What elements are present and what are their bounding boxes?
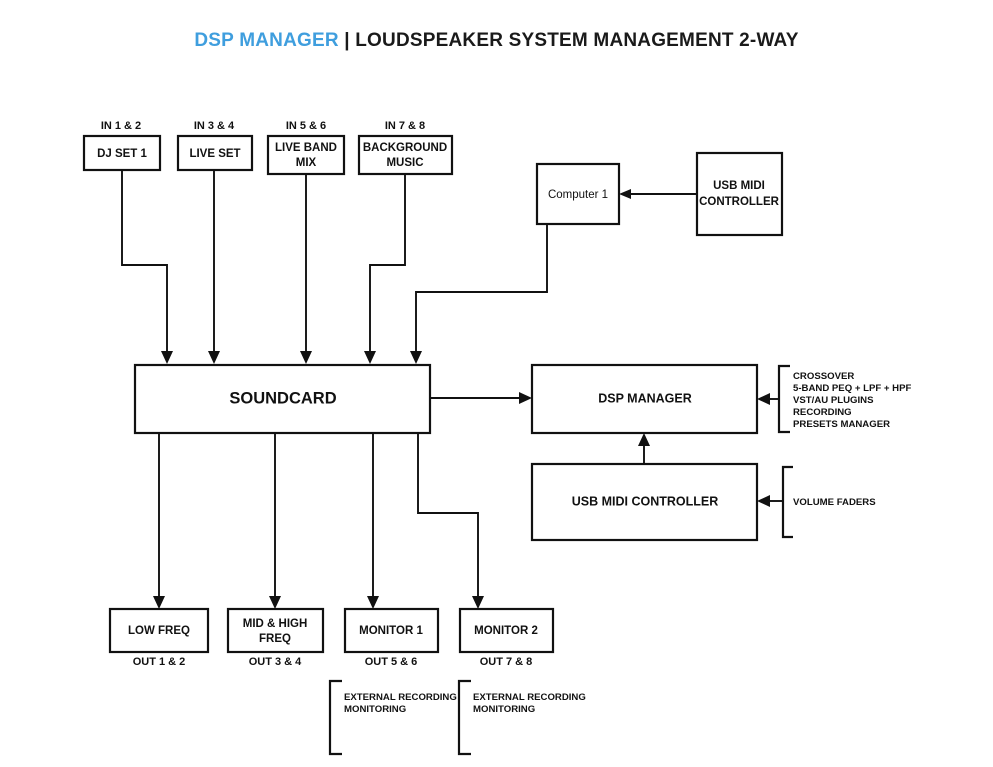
input-box-label-4: BACKGROUND bbox=[363, 142, 447, 154]
output-label-4: MONITOR 2 bbox=[474, 625, 538, 637]
input-box-label-3: LIVE BAND bbox=[275, 142, 337, 154]
page-title: DSP MANAGER | LOUDSPEAKER SYSTEM MANAGEM… bbox=[0, 30, 993, 52]
usb-midi-top-label-1: USB MIDI bbox=[713, 180, 765, 192]
external-note-1-line2: MONITORING bbox=[344, 704, 406, 715]
volume-faders-bracket bbox=[757, 465, 793, 539]
input-port-label-4: IN 7 & 8 bbox=[385, 120, 425, 132]
input-port-label-1: IN 1 & 2 bbox=[101, 120, 141, 132]
input-box-label-3b: MIX bbox=[296, 157, 317, 169]
wire-soundcard-to-output3 bbox=[367, 433, 379, 609]
input-port-label-3: IN 5 & 6 bbox=[286, 120, 326, 132]
output-port-label-4: OUT 7 & 8 bbox=[480, 656, 533, 668]
wire-soundcard-to-output1 bbox=[153, 433, 165, 609]
wire-midi-to-computer bbox=[619, 189, 697, 199]
dsp-manager-label: DSP MANAGER bbox=[598, 391, 692, 405]
input-box-background-music[interactable] bbox=[357, 134, 454, 176]
dsp-feature-5: PRESETS MANAGER bbox=[793, 419, 890, 430]
usb-midi-top-label-2: CONTROLLER bbox=[699, 196, 780, 208]
title-separator: | bbox=[338, 30, 356, 51]
external-note-1-line1: EXTERNAL RECORDING bbox=[344, 692, 457, 703]
wire-soundcard-to-output4 bbox=[417, 433, 484, 609]
output-label-3: MONITOR 1 bbox=[359, 625, 423, 637]
external-note-bracket-1 bbox=[328, 679, 342, 756]
output-box-monitor-2[interactable] bbox=[458, 607, 555, 654]
output-box-low-freq[interactable] bbox=[108, 607, 210, 654]
output-label-1: LOW FREQ bbox=[128, 625, 190, 637]
title-brand: DSP MANAGER bbox=[194, 30, 339, 51]
volume-faders-label: VOLUME FADERS bbox=[793, 497, 876, 508]
input-port-label-2: IN 3 & 4 bbox=[194, 120, 235, 132]
input-box-live-set[interactable] bbox=[176, 134, 254, 172]
wire-computer-to-soundcard bbox=[410, 224, 548, 364]
input-box-label-1: DJ SET 1 bbox=[97, 148, 147, 160]
external-note-2-line1: EXTERNAL RECORDING bbox=[473, 692, 586, 703]
dsp-features-bracket bbox=[757, 364, 790, 434]
wire-soundcard-to-dsp bbox=[430, 392, 532, 404]
usb-midi-controller-top-box[interactable] bbox=[695, 151, 784, 237]
dsp-feature-3: VST/AU PLUGINS bbox=[793, 395, 874, 406]
soundcard-box[interactable] bbox=[133, 363, 432, 435]
dsp-manager-box[interactable] bbox=[530, 363, 759, 435]
wire-input2-to-soundcard bbox=[208, 170, 220, 364]
output-label-2b: FREQ bbox=[259, 633, 291, 645]
computer-label: Computer 1 bbox=[548, 189, 608, 201]
wire-midi-to-dsp bbox=[638, 433, 650, 464]
wire-input4-to-soundcard bbox=[364, 174, 406, 364]
output-port-label-1: OUT 1 & 2 bbox=[133, 656, 186, 668]
wire-soundcard-to-output2 bbox=[269, 433, 281, 609]
dsp-feature-1: CROSSOVER bbox=[793, 371, 854, 382]
title-subtitle: LOUDSPEAKER SYSTEM MANAGEMENT 2-WAY bbox=[355, 30, 799, 51]
usb-midi-controller-label: USB MIDI CONTROLLER bbox=[572, 494, 719, 508]
dsp-feature-2: 5-BAND PEQ + LPF + HPF bbox=[793, 383, 911, 394]
dsp-feature-4: RECORDING bbox=[793, 407, 852, 418]
input-box-dj-set-1[interactable] bbox=[82, 134, 162, 172]
output-port-label-2: OUT 3 & 4 bbox=[249, 656, 302, 668]
wire-input1-to-soundcard bbox=[121, 170, 173, 364]
external-note-bracket-2 bbox=[457, 679, 471, 756]
soundcard-label: SOUNDCARD bbox=[229, 389, 336, 407]
external-note-2-line2: MONITORING bbox=[473, 704, 535, 715]
wire-input3-to-soundcard bbox=[300, 174, 312, 364]
output-box-monitor-1[interactable] bbox=[343, 607, 440, 654]
input-box-label-2: LIVE SET bbox=[189, 148, 240, 160]
input-box-label-4b: MUSIC bbox=[386, 157, 423, 169]
output-port-label-3: OUT 5 & 6 bbox=[365, 656, 418, 668]
output-box-mid-high-freq[interactable] bbox=[226, 607, 325, 654]
output-label-2: MID & HIGH bbox=[243, 618, 308, 630]
